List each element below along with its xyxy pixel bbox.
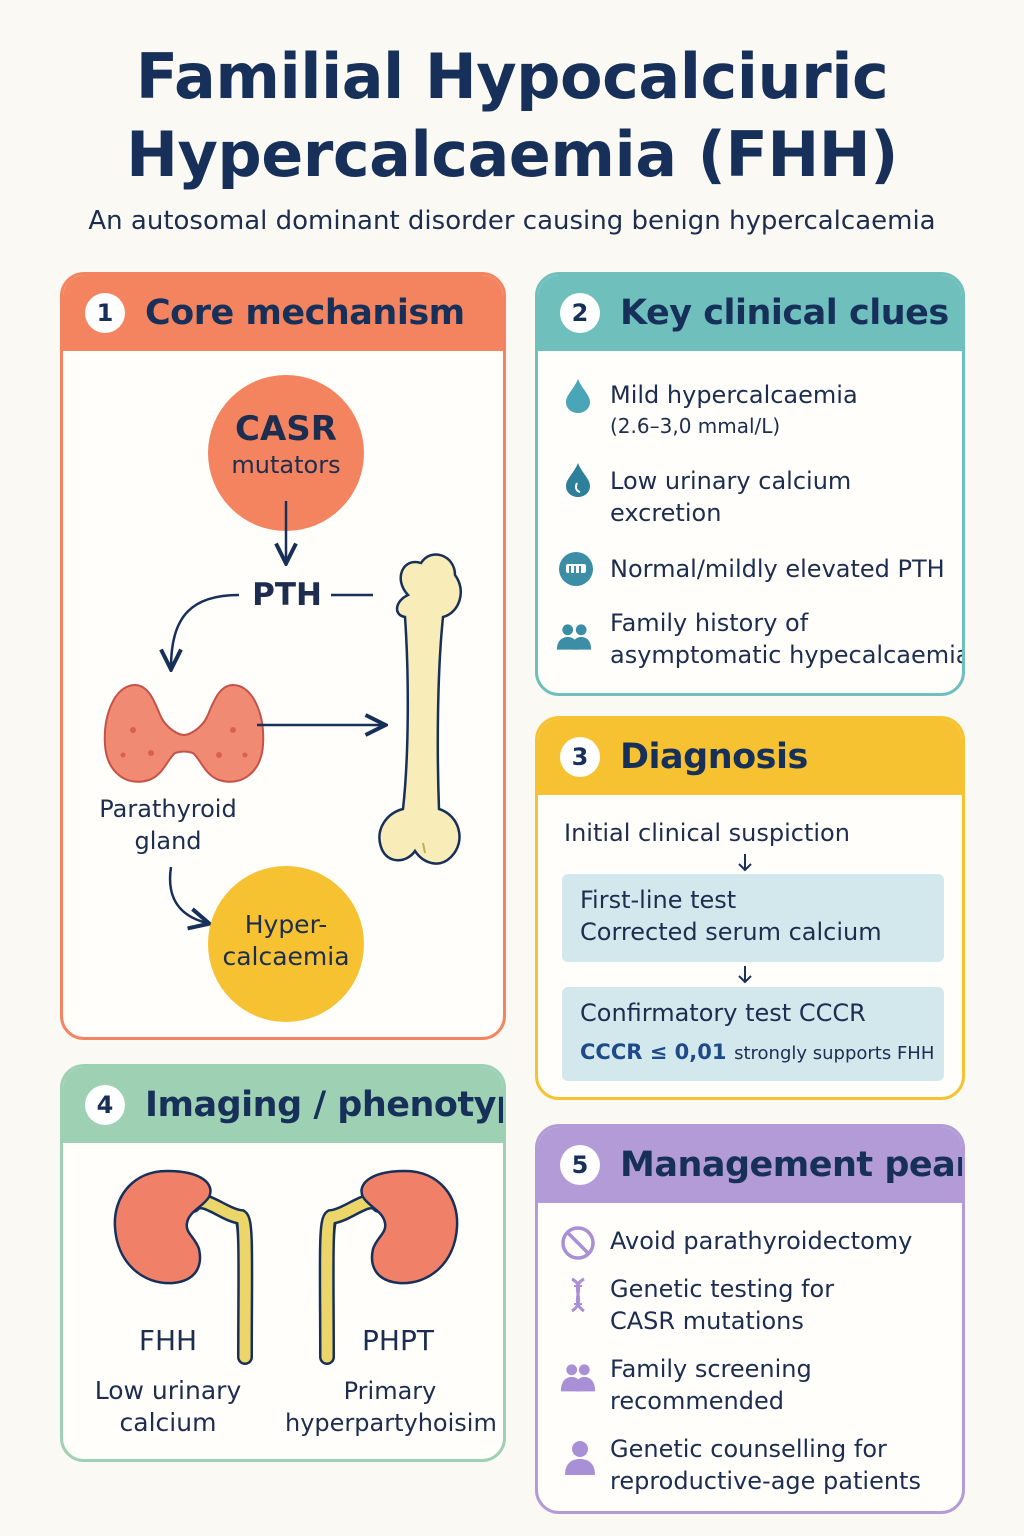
cccr-interpretation: strongly supports FHH <box>734 1043 935 1064</box>
diagnosis-step-3-box: Confirmatory test CCCR CCCR ≤ 0,01 stron… <box>562 987 944 1081</box>
gland-icon <box>559 552 593 586</box>
casr-label: CASR <box>235 409 337 449</box>
fhh-description-line-2: calcium <box>119 1408 217 1437</box>
clue-4-line-1: Family history of <box>610 609 809 637</box>
page-subtitle: An autosomal dominant disorder causing b… <box>88 206 936 236</box>
core-mechanism-card: 1 Core mechanism <box>60 272 506 1040</box>
gland-label-line-1: Parathyroid <box>99 795 237 823</box>
diagnosis-step-2-box: First-line test Corrected serum calcium <box>562 874 944 962</box>
clue-1-subtext: (2.6–3,0 mmal/L) <box>610 414 781 438</box>
diagnosis-card: 3 Diagnosis Initial clinical suspiction … <box>535 716 965 1100</box>
section-number-badge: 4 <box>85 1085 125 1125</box>
prohibited-icon <box>561 1226 595 1260</box>
section-title: Imaging / phenotype <box>145 1085 506 1125</box>
clue-1-text: Mild hypercalcaemia <box>610 381 858 409</box>
down-arrow-icon <box>738 966 752 984</box>
fhh-label: FHH <box>138 1324 198 1357</box>
management-1-text: Avoid parathyroidectomy <box>610 1227 913 1255</box>
section-title: Key clinical clues <box>620 293 949 333</box>
mechanism-diagram <box>103 375 462 1022</box>
clue-2-line-2: excretion <box>610 499 722 527</box>
diagnosis-step-3-detail: CCCR ≤ 0,01 strongly supports FHH <box>580 1035 934 1070</box>
management-2-line-2: CASR mutations <box>610 1307 804 1335</box>
hypercalcaemia-line-1: Hyper- <box>244 910 328 939</box>
management-header: 5 Management pearls <box>538 1127 962 1203</box>
section-title: Diagnosis <box>620 737 808 777</box>
fhh-kidney-icon <box>113 1169 254 1365</box>
gland-label: Parathyroid gland <box>83 793 253 857</box>
phpt-kidney-icon <box>318 1169 459 1365</box>
management-2-text: Genetic testing for CASR mutations <box>610 1273 834 1337</box>
arrow-gland-to-hypercalcaemia <box>168 866 207 923</box>
hypercalcaemia-line-2: calcaemia <box>222 942 350 971</box>
diagnosis-step-2-title: First-line test <box>580 886 737 914</box>
hypercalcaemia-circle <box>208 866 364 1022</box>
management-3-line-1: Family screening <box>610 1355 812 1383</box>
parathyroid-gland-icon <box>103 683 265 783</box>
phpt-description-line-1: Primary <box>343 1377 437 1405</box>
management-2-line-1: Genetic testing for <box>610 1275 835 1303</box>
imaging-card: 4 Imaging / phenotype FHH Low urinary ca… <box>60 1064 506 1462</box>
diagnosis-step-3-title: Confirmatory test CCCR <box>580 999 866 1027</box>
arrow-pth-to-gland <box>171 593 240 667</box>
management-4-text: Genetic counselling for reproductive-age… <box>610 1433 921 1497</box>
bone-icon <box>378 553 462 865</box>
urine-drop-icon <box>566 463 590 497</box>
section-number-badge: 3 <box>560 737 600 777</box>
diagnosis-step-2-detail: Corrected serum calcium <box>580 918 882 946</box>
down-arrow-icon <box>738 854 752 872</box>
title-line-2: Hypercalcaemia (FHH) <box>126 118 898 191</box>
imaging-header: 4 Imaging / phenotype <box>63 1067 503 1143</box>
gland-label-line-2: gland <box>134 827 202 855</box>
phpt-label: PHPT <box>362 1324 434 1357</box>
title-line-1: Familial Hypocalciuric <box>135 40 889 113</box>
phpt-description: Primary hyperpartyhoisim <box>285 1375 497 1439</box>
phpt-description-line-2: hyperpartyhoisim <box>285 1409 497 1437</box>
core-mechanism-header: 1 Core mechanism <box>63 275 503 351</box>
clue-4-text: Family history of asymptomatic hypecalca… <box>610 607 965 671</box>
person-icon <box>565 1441 595 1475</box>
clue-4-line-2: asymptomatic hypecalcaemia <box>610 641 965 669</box>
management-4-line-2: reproductive-age patients <box>610 1467 921 1495</box>
casr-sublabel: mutators <box>231 451 341 479</box>
section-title: Management pearls <box>620 1145 962 1185</box>
diagnosis-header: 3 Diagnosis <box>538 719 962 795</box>
page-title: Familial Hypocalciuric Hypercalcaemia (F… <box>0 38 1024 194</box>
clue-2-text: Low urinary calcium excretion <box>610 465 851 529</box>
bone-detail <box>422 842 426 854</box>
section-number-badge: 5 <box>560 1145 600 1185</box>
section-title: Core mechanism <box>145 293 465 333</box>
diagnosis-step-1: Initial clinical suspiction <box>564 819 850 847</box>
management-3-line-2: recommended <box>610 1387 784 1415</box>
management-4-line-1: Genetic counselling for <box>610 1435 887 1463</box>
drop-icon <box>566 379 590 413</box>
fhh-description-line-1: Low urinary <box>94 1376 242 1405</box>
clinical-clues-card: 2 Key clinical clues Mild hypercalcaemia… <box>535 272 965 696</box>
family-icon <box>560 1364 596 1392</box>
family-icon <box>556 624 592 650</box>
clue-3-text: Normal/mildly elevated PTH <box>610 555 945 583</box>
section-number-badge: 2 <box>560 293 600 333</box>
management-3-text: Family screening recommended <box>610 1353 812 1417</box>
kidney-comparison <box>113 1169 459 1365</box>
clinical-clues-header: 2 Key clinical clues <box>538 275 962 351</box>
cccr-threshold: CCCR ≤ 0,01 <box>580 1040 727 1064</box>
casr-circle <box>208 375 364 531</box>
clue-2-line-1: Low urinary calcium <box>610 467 852 495</box>
pth-label: PTH <box>252 577 322 613</box>
fhh-description: Low urinary calcium <box>83 1375 253 1439</box>
hypercalcaemia-label: Hyper- calcaemia <box>208 909 364 973</box>
management-card: 5 Management pearls Avoid parathyroidect… <box>535 1124 965 1514</box>
section-number-badge: 1 <box>85 293 125 333</box>
dna-icon <box>571 1277 585 1313</box>
